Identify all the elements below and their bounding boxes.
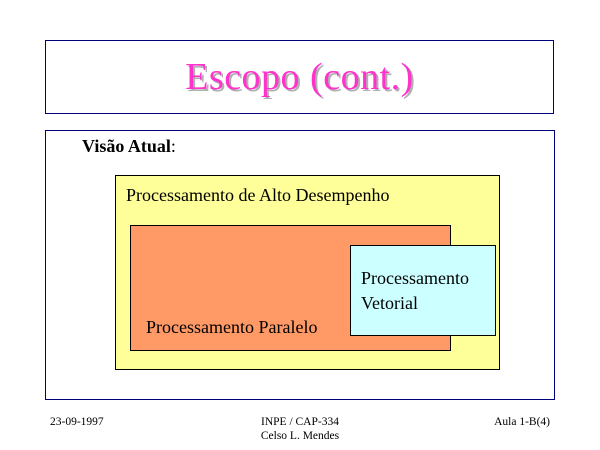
vector-processing-label-line2: Vetorial: [361, 293, 418, 313]
title-frame: Escopo (cont.): [45, 40, 554, 114]
footer-course: INPE / CAP-334: [261, 416, 339, 428]
section-heading: Visão Atual:: [82, 136, 176, 157]
parallel-processing-label: Processamento Paralelo: [146, 317, 318, 337]
high-performance-label: Processamento de Alto Desempenho: [126, 185, 390, 205]
vector-processing-label-line1: Processamento: [361, 268, 469, 288]
footer-author: Celso L. Mendes: [260, 430, 340, 442]
content-frame: [45, 130, 555, 400]
footer-date: 23-09-1997: [50, 416, 104, 428]
slide-title: Escopo (cont.): [185, 56, 414, 98]
footer-course-info: INPE / CAP-334 Celso L. Mendes: [0, 415, 600, 443]
section-heading-colon: :: [170, 136, 176, 156]
vector-processing-box: Processamento Vetorial: [350, 245, 496, 336]
footer-lecture: Aula 1-B(4): [494, 416, 550, 428]
section-heading-label: Visão Atual: [82, 136, 171, 156]
